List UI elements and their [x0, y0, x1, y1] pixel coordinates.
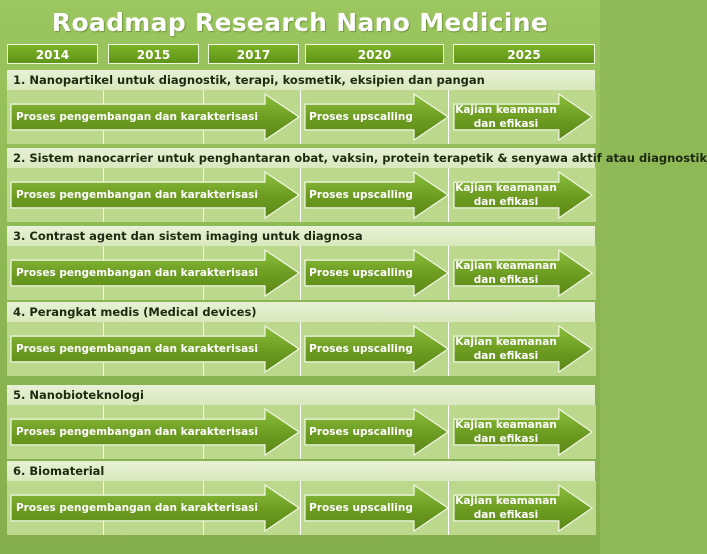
development-label: Proses pengembangan dan karakterisasi	[15, 343, 258, 355]
development-arrow	[10, 407, 301, 457]
roadmap-section: 2. Sistem nanocarrier untuk penghantaran…	[7, 148, 707, 222]
roadmap-section: 4. Perangkat medis (Medical devices)Pros…	[7, 302, 596, 376]
upscaling-arrow	[304, 324, 450, 374]
upscaling-arrow	[304, 483, 450, 533]
safety-label: Kajian keamanan dan efikasi	[455, 182, 557, 208]
section-timeline-track: Proses pengembangan dan karakterisasi Pro…	[7, 405, 596, 459]
section-title: 1. Nanopartikel untuk diagnostik, terapi…	[7, 70, 595, 90]
safety-label: Kajian keamanan dan efikasi	[455, 419, 557, 445]
safety-arrow	[453, 170, 594, 220]
year-2020: 2020	[305, 44, 444, 64]
page-title: Roadmap Research Nano Medicine	[51, 8, 549, 37]
section-timeline-track: Proses pengembangan dan karakterisasi Pro…	[7, 168, 596, 222]
year-2025: 2025	[453, 44, 595, 64]
development-label: Proses pengembangan dan karakterisasi	[15, 111, 258, 123]
roadmap-section: 1. Nanopartikel untuk diagnostik, terapi…	[7, 70, 596, 144]
development-arrow	[10, 324, 301, 374]
upscaling-arrow	[304, 248, 450, 298]
safety-arrow	[453, 92, 594, 142]
safety-arrow	[453, 248, 594, 298]
safety-label: Kajian keamanan dan efikasi	[455, 495, 557, 521]
safety-label: Kajian keamanan dan efikasi	[455, 336, 557, 362]
upscaling-label: Proses upscalling	[309, 426, 413, 438]
year-header-row: 2014 2015 2017 2020 2025	[7, 44, 595, 66]
section-timeline-track: Proses pengembangan dan karakterisasi Pro…	[7, 322, 596, 376]
upscaling-label: Proses upscalling	[309, 343, 413, 355]
roadmap-section: 3. Contrast agent dan sistem imaging unt…	[7, 226, 596, 300]
development-label: Proses pengembangan dan karakterisasi	[15, 267, 258, 279]
year-2017: 2017	[208, 44, 299, 64]
development-arrow	[10, 248, 301, 298]
section-title: 4. Perangkat medis (Medical devices)	[7, 302, 595, 322]
year-2015: 2015	[108, 44, 199, 64]
safety-arrow	[453, 483, 594, 533]
upscaling-arrow	[304, 170, 450, 220]
section-timeline-track: Proses pengembangan dan karakterisasi Pro…	[7, 90, 596, 144]
development-arrow	[10, 170, 301, 220]
section-timeline-track: Proses pengembangan dan karakterisasi Pro…	[7, 246, 596, 300]
development-label: Proses pengembangan dan karakterisasi	[15, 426, 258, 438]
upscaling-arrow	[304, 92, 450, 142]
section-title: 6. Biomaterial	[7, 461, 595, 481]
upscaling-label: Proses upscalling	[309, 111, 413, 123]
safety-arrow	[453, 407, 594, 457]
section-title: 2. Sistem nanocarrier untuk penghantaran…	[7, 148, 707, 168]
upscaling-label: Proses upscalling	[309, 189, 413, 201]
safety-arrow	[453, 324, 594, 374]
safety-label: Kajian keamanan dan efikasi	[455, 260, 557, 286]
year-2014: 2014	[7, 44, 98, 64]
development-arrow	[10, 483, 301, 533]
safety-label: Kajian keamanan dan efikasi	[455, 104, 557, 130]
section-timeline-track: Proses pengembangan dan karakterisasi Pro…	[7, 481, 596, 535]
section-title: 5. Nanobioteknologi	[7, 385, 595, 405]
development-label: Proses pengembangan dan karakterisasi	[15, 189, 258, 201]
upscaling-label: Proses upscalling	[309, 502, 413, 514]
upscaling-arrow	[304, 407, 450, 457]
section-title: 3. Contrast agent dan sistem imaging unt…	[7, 226, 595, 246]
upscaling-label: Proses upscalling	[309, 267, 413, 279]
development-label: Proses pengembangan dan karakterisasi	[15, 502, 258, 514]
development-arrow	[10, 92, 301, 142]
